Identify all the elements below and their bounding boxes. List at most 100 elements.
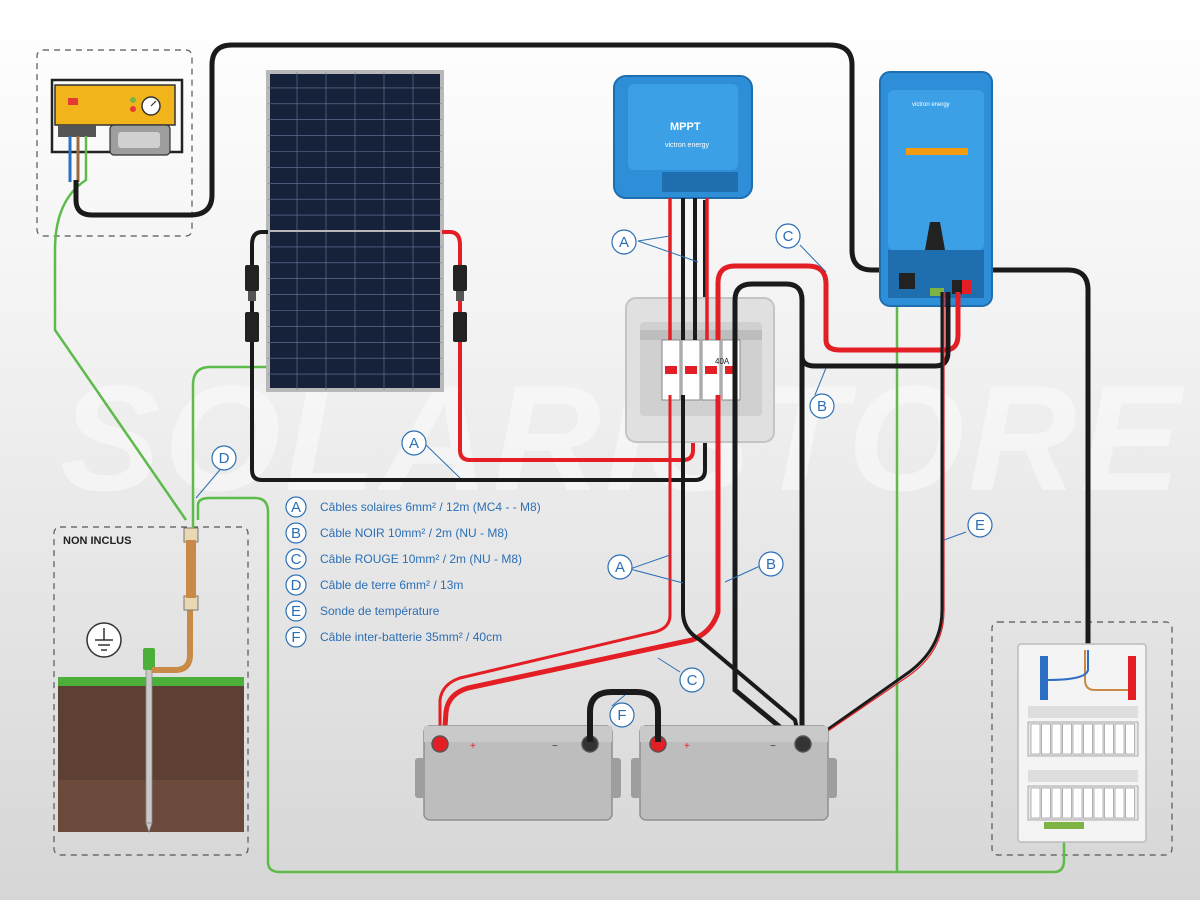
board-breaker bbox=[1083, 787, 1093, 819]
callout-a-1: A bbox=[611, 229, 637, 255]
callout-d: D bbox=[211, 445, 237, 471]
callout-a-3: A bbox=[607, 554, 633, 580]
board-breaker bbox=[1104, 787, 1114, 819]
callout-a-1-letter: A bbox=[619, 234, 629, 251]
legend-item-f: F Câble inter-batterie 35mm² / 40cm bbox=[285, 626, 502, 648]
callout-d-letter: D bbox=[219, 450, 230, 467]
generator-box bbox=[36, 49, 193, 237]
panel-negative-cable bbox=[250, 200, 707, 482]
distribution-box-frame bbox=[991, 621, 1173, 856]
non-inclus-label: NON INCLUS bbox=[63, 535, 131, 547]
battery-negative-cable-a bbox=[681, 395, 802, 743]
legend-item-a-letter: A bbox=[291, 499, 301, 516]
callout-a-2-letter: A bbox=[409, 435, 419, 452]
board-breaker bbox=[1114, 787, 1125, 819]
board-phase-wire bbox=[1084, 650, 1128, 691]
legend-item-b-text: Câble NOIR 10mm² / 2m (NU - M8) bbox=[320, 526, 508, 540]
temperature-sensor-cable-red bbox=[811, 292, 945, 743]
ground-clamp bbox=[183, 527, 199, 611]
inter-battery-cable bbox=[587, 689, 661, 742]
breaker-toggle bbox=[685, 366, 697, 374]
legend: A Câbles solaires 6mm² / 12m (MC4 - - M8… bbox=[285, 496, 541, 648]
board-breaker bbox=[1104, 723, 1114, 755]
board-breaker bbox=[1051, 723, 1062, 755]
earth-symbol-icon bbox=[86, 622, 122, 658]
ground-copper-wire bbox=[152, 560, 193, 673]
board-breaker bbox=[1093, 787, 1104, 819]
inverter-dc-negative bbox=[799, 292, 951, 369]
board-breaker bbox=[1041, 723, 1051, 755]
generator bbox=[50, 78, 184, 156]
mc4-connector-right bbox=[453, 265, 467, 342]
legend-item-a-text: Câbles solaires 6mm² / 12m (MC4 - - M8) bbox=[320, 500, 541, 514]
callout-e: E bbox=[967, 512, 993, 538]
legend-item-e-text: Sonde de température bbox=[320, 604, 440, 618]
callout-lines bbox=[195, 235, 967, 707]
inverter bbox=[879, 71, 993, 307]
svg-text:−: − bbox=[770, 741, 776, 752]
breaker-rating: 40A bbox=[715, 357, 730, 366]
breaker-toggle bbox=[725, 366, 737, 374]
solar-panel bbox=[266, 70, 444, 392]
legend-item-f-text: Câble inter-batterie 35mm² / 40cm bbox=[320, 630, 502, 644]
battery-negative-cable-b bbox=[732, 281, 805, 740]
mppt-brand: victron energy bbox=[665, 142, 709, 149]
svg-text:+: + bbox=[470, 741, 476, 752]
earth-cable-main bbox=[196, 496, 1066, 874]
callout-f-letter: F bbox=[617, 707, 626, 724]
legend-item-c: C Câble ROUGE 10mm² / 2m (NU - M8) bbox=[285, 548, 522, 570]
callout-a-2: A bbox=[401, 430, 427, 456]
board-breaker bbox=[1125, 787, 1135, 819]
breaker-to-battery-neg-b bbox=[732, 395, 800, 744]
panel-positive-cable bbox=[442, 230, 695, 462]
board-breaker bbox=[1072, 723, 1083, 755]
legend-item-a: A Câbles solaires 6mm² / 12m (MC4 - - M8… bbox=[285, 496, 541, 518]
svg-text:+: + bbox=[684, 741, 690, 752]
callout-e-letter: E bbox=[975, 517, 985, 534]
callout-c-1: C bbox=[775, 223, 801, 249]
breaker-toggle bbox=[665, 366, 677, 374]
battery-right: + − bbox=[631, 725, 837, 821]
legend-item-e-letter: E bbox=[291, 603, 301, 620]
board-breaker bbox=[1041, 787, 1051, 819]
callout-c-1-letter: C bbox=[783, 228, 794, 245]
board-breaker bbox=[1030, 787, 1041, 819]
callout-b-2-letter: B bbox=[766, 556, 776, 573]
board-breaker bbox=[1062, 723, 1072, 755]
callout-a-3-letter: A bbox=[615, 559, 625, 576]
legend-item-b: B Câble NOIR 10mm² / 2m (NU - M8) bbox=[285, 522, 508, 544]
battery-positive-cable-c bbox=[441, 395, 721, 743]
legend-item-b-letter: B bbox=[291, 525, 301, 542]
temperature-sensor-cable bbox=[809, 292, 944, 744]
mc4-connector-left bbox=[245, 265, 259, 342]
board-breaker bbox=[1114, 723, 1125, 755]
legend-item-c-text: Câble ROUGE 10mm² / 2m (NU - M8) bbox=[320, 552, 522, 566]
board-breaker bbox=[1083, 723, 1093, 755]
legend-item-c-letter: C bbox=[291, 551, 302, 568]
battery-positive-cable-a bbox=[438, 395, 672, 742]
board-breaker bbox=[1051, 787, 1062, 819]
board-breaker bbox=[1125, 723, 1135, 755]
callout-c-2-letter: C bbox=[687, 672, 698, 689]
callout-b-1: B bbox=[809, 393, 835, 419]
callout-b-2: B bbox=[758, 551, 784, 577]
breaker-toggle bbox=[705, 366, 717, 374]
board-breaker bbox=[1030, 723, 1041, 755]
mppt-label: MPPT bbox=[670, 121, 701, 133]
generator-ac-cable bbox=[73, 42, 1091, 650]
legend-item-d-letter: D bbox=[291, 577, 302, 594]
earth-cable-generator bbox=[53, 136, 188, 521]
earth-cable-panel bbox=[191, 365, 268, 528]
legend-item-d-text: Câble de terre 6mm² / 13m bbox=[320, 578, 463, 592]
legend-item-f-letter: F bbox=[291, 629, 300, 646]
board-breaker-rows bbox=[1030, 723, 1135, 819]
mppt-controller bbox=[613, 75, 753, 199]
callout-f: F bbox=[609, 702, 635, 728]
inverter-brand: victron energy bbox=[912, 102, 950, 108]
inverter-dc-positive bbox=[715, 263, 961, 353]
non-inclus-box bbox=[53, 526, 249, 856]
legend-item-d: D Câble de terre 6mm² / 13m bbox=[285, 574, 463, 596]
board-breaker bbox=[1072, 787, 1083, 819]
svg-text:−: − bbox=[552, 741, 558, 752]
